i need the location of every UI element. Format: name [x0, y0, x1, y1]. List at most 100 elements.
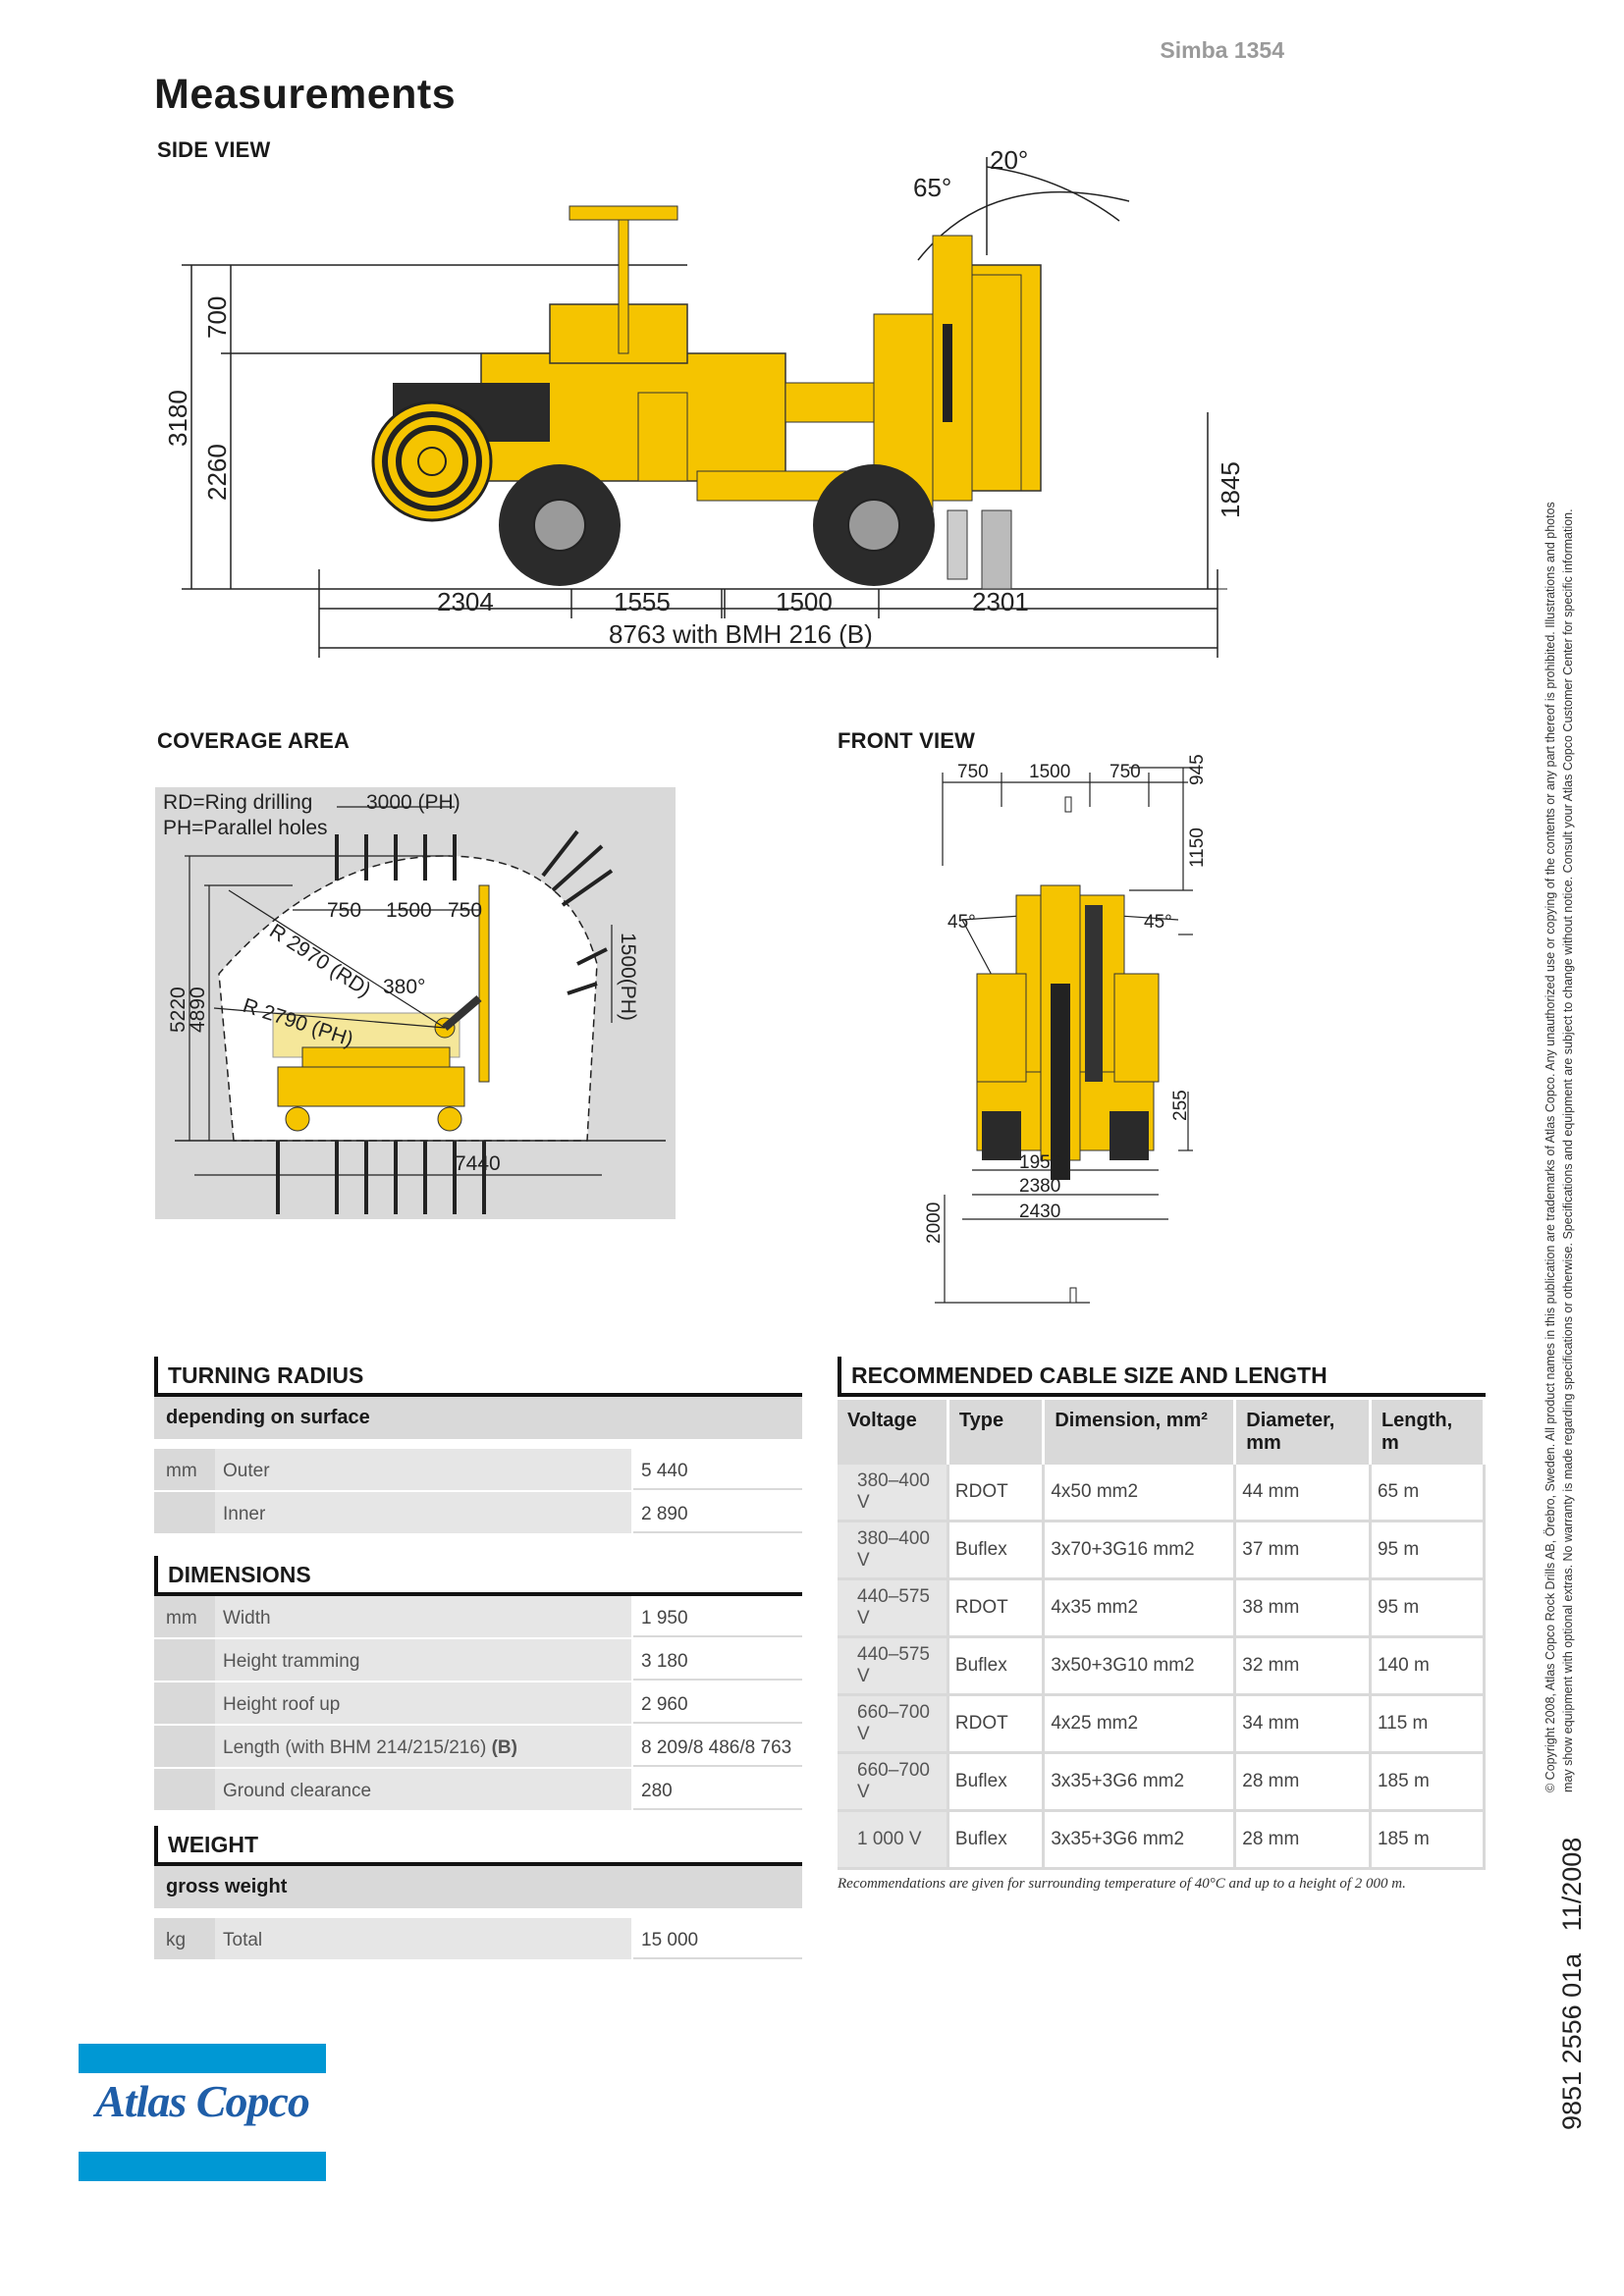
height-700: 700	[202, 296, 232, 339]
fv-1150: 1150	[1187, 828, 1208, 868]
turning-row-inner: Inner 2 890	[154, 1492, 802, 1535]
side-view-drawing: 20° 65° 2304 1555 1500 2301 8763 with BM…	[163, 147, 1245, 658]
dim-width: 7440	[455, 1152, 501, 1175]
cell-dimension: 3x50+3G10 mm2	[1043, 1636, 1237, 1696]
fv-angle-right: 45°	[1144, 912, 1172, 933]
row-name-suffix: (B)	[491, 1737, 517, 1758]
unit-spacer	[154, 1682, 215, 1724]
col-diameter: Diameter, mm	[1234, 1400, 1372, 1465]
cell-diameter: 28 mm	[1234, 1810, 1372, 1870]
cable-header-row: Voltage Type Dimension, mm² Diameter, mm…	[838, 1400, 1487, 1465]
copyright-line-2: may show equipment with optional extras.…	[1561, 508, 1575, 1792]
cell-length: 140 m	[1370, 1636, 1487, 1696]
atlas-copco-logo: Atlas Copco	[79, 2044, 326, 2181]
angle-20: 20°	[990, 147, 1028, 175]
table-row: 660–700 V RDOT 4x25 mm2 34 mm 115 m	[838, 1694, 1487, 1754]
unit-spacer	[154, 1492, 215, 1533]
row-name: Total	[215, 1918, 633, 1959]
cell-length: 95 m	[1370, 1521, 1487, 1580]
turning-radius-title: TURNING RADIUS	[154, 1357, 802, 1397]
dimensions-table: DIMENSIONS mm Width 1 950 Height trammin…	[154, 1556, 802, 1812]
side-view-label: SIDE VIEW	[157, 137, 271, 162]
fv-750-a: 750	[957, 762, 989, 782]
fv-2430: 2430	[1019, 1201, 1060, 1222]
cell-diameter: 37 mm	[1234, 1521, 1372, 1580]
table-row: 440–575 V Buflex 3x50+3G10 mm2 32 mm 140…	[838, 1636, 1487, 1696]
length-1555: 1555	[614, 587, 671, 616]
cell-dimension: 4x25 mm2	[1043, 1694, 1237, 1754]
row-value: 280	[633, 1769, 802, 1810]
row-name: Height tramming	[215, 1639, 633, 1681]
dim-750-b: 750	[448, 899, 482, 922]
logo-bar-top	[79, 2044, 326, 2073]
turning-row-outer: mm Outer 5 440	[154, 1449, 802, 1492]
coverage-drawing: RD=Ring drilling PH=Parallel holes 3000 …	[155, 787, 676, 1219]
length-2301: 2301	[972, 587, 1029, 616]
cell-type: Buflex	[947, 1752, 1046, 1812]
cell-voltage: 380–400 V	[838, 1465, 949, 1522]
table-row: 1 000 V Buflex 3x35+3G6 mm2 28 mm 185 m	[838, 1810, 1487, 1870]
cell-length: 95 m	[1370, 1578, 1487, 1638]
front-view-drawing: 750 1500 750 45° 45° 1950 2380 2430 945 …	[924, 754, 1208, 1304]
coverage-label: COVERAGE AREA	[157, 728, 351, 753]
dim-750-a: 750	[327, 899, 361, 922]
legend-ph: PH=Parallel holes	[163, 817, 328, 839]
weight-title: WEIGHT	[154, 1826, 802, 1866]
fv-750-b: 750	[1110, 762, 1141, 782]
total-length: 8763 with BMH 216 (B)	[609, 619, 873, 649]
cell-length: 185 m	[1370, 1810, 1487, 1870]
cell-voltage: 440–575 V	[838, 1578, 949, 1638]
unit-spacer	[154, 1726, 215, 1767]
cell-diameter: 38 mm	[1234, 1578, 1372, 1638]
cable-title: RECOMMENDED CABLE SIZE AND LENGTH	[838, 1357, 1486, 1397]
unit-label: mm	[154, 1596, 215, 1637]
cell-length: 185 m	[1370, 1752, 1487, 1812]
cell-diameter: 44 mm	[1234, 1465, 1372, 1522]
cell-dimension: 3x35+3G6 mm2	[1043, 1810, 1237, 1870]
dim-row-width: mm Width 1 950	[154, 1596, 802, 1639]
row-name: Length (with BHM 214/215/216) (B)	[215, 1726, 633, 1767]
logo-bar-bottom	[79, 2152, 326, 2181]
cell-type: RDOT	[947, 1694, 1046, 1754]
fv-1950: 1950	[1019, 1152, 1060, 1173]
page-title: Measurements	[154, 71, 457, 118]
cell-voltage: 660–700 V	[838, 1752, 949, 1812]
unit-label: kg	[154, 1918, 215, 1959]
dim-h1: 5220	[167, 987, 189, 1033]
document-number: 9851 2556 01a 11/2008	[1557, 1837, 1587, 2130]
dim-row-ground-clearance: Ground clearance 280	[154, 1769, 802, 1812]
cell-dimension: 4x35 mm2	[1043, 1578, 1237, 1638]
cell-length: 115 m	[1370, 1694, 1487, 1754]
cell-length: 65 m	[1370, 1465, 1487, 1522]
turning-radius-table: TURNING RADIUS depending on surface mm O…	[154, 1357, 802, 1535]
cell-voltage: 1 000 V	[838, 1810, 949, 1870]
dim-ph-side: 1500(PH)	[617, 933, 639, 1021]
row-value: 2 890	[633, 1492, 802, 1533]
legend-rd: RD=Ring drilling	[163, 791, 312, 814]
dim-row-height-roof: Height roof up 2 960	[154, 1682, 802, 1726]
cell-dimension: 3x70+3G16 mm2	[1043, 1521, 1237, 1580]
row-value: 15 000	[633, 1918, 802, 1959]
cell-voltage: 660–700 V	[838, 1694, 949, 1754]
row-name: Width	[215, 1596, 633, 1637]
row-value: 1 950	[633, 1596, 802, 1637]
fv-angle-left: 45°	[947, 912, 976, 933]
cell-voltage: 380–400 V	[838, 1521, 949, 1580]
dim-row-height-tramming: Height tramming 3 180	[154, 1639, 802, 1682]
cell-type: Buflex	[947, 1636, 1046, 1696]
logo-text: Atlas Copco	[95, 2076, 310, 2126]
cable-table-block: RECOMMENDED CABLE SIZE AND LENGTH Voltag…	[838, 1357, 1487, 1893]
col-voltage: Voltage	[838, 1400, 949, 1465]
front-view-label: FRONT VIEW	[838, 728, 976, 753]
fv-945: 945	[1187, 754, 1208, 785]
weight-table: WEIGHT gross weight kg Total 15 000	[154, 1826, 802, 1961]
unit-spacer	[154, 1639, 215, 1681]
height-2260: 2260	[202, 444, 232, 501]
dim-h2: 4890	[187, 987, 209, 1033]
cell-diameter: 34 mm	[1234, 1694, 1372, 1754]
length-2304: 2304	[437, 587, 494, 616]
row-value: 8 209/8 486/8 763	[633, 1726, 802, 1767]
col-dimension: Dimension, mm²	[1043, 1400, 1237, 1465]
turning-radius-subhead: depending on surface	[154, 1397, 802, 1443]
length-1500: 1500	[776, 587, 833, 616]
